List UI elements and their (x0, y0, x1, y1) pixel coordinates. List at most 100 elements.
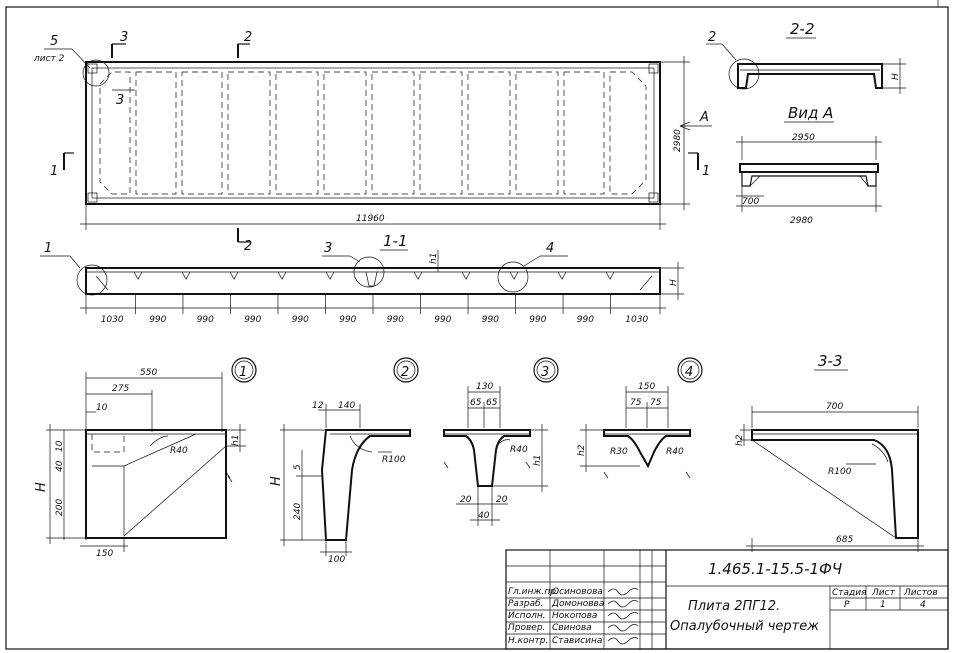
title-name-line1: Плита 2ПГ12. (688, 599, 780, 614)
signature-role: Исполн. (508, 611, 546, 621)
span-dim-label: 990 (197, 315, 214, 325)
sheet-reference: 5 лист 2 (33, 34, 110, 87)
signature-scribble (607, 624, 639, 632)
detail-1-dim-10b: 10 (55, 440, 65, 452)
detail-3-radius: R40 (510, 445, 528, 455)
section-3-3-dim-700: 700 (826, 402, 843, 412)
sheet-ref-word: лист 2 (33, 54, 65, 64)
detail-4-number: 4 (685, 365, 693, 380)
plan-view: 11960 2980 1 1 2 2 3 3 А (50, 30, 712, 254)
stage-value: Р (844, 600, 850, 610)
section-2-2-title: 2-2 (790, 20, 815, 38)
sheet-frame (5, 6, 949, 650)
detail-1-dim-275: 275 (112, 384, 129, 394)
section-mark-2-bottom: 2 (244, 239, 252, 254)
span-dim-label: 1030 (101, 315, 124, 325)
section-1-1-h: H (669, 279, 679, 286)
detail-3-h1: h1 (533, 455, 543, 466)
section-2-2: 2-2 2 H (706, 20, 906, 94)
stage-header: Стадия (832, 588, 867, 598)
detail-2-dim-240: 240 (293, 503, 303, 520)
section-3-3: 3-3 700 R100 h2 685 (735, 352, 924, 552)
section-1-1: 1-1 1 3 4 h1 (40, 232, 684, 325)
view-a-bottom-dim: 2980 (790, 216, 813, 226)
signature-name: Домоновва (551, 599, 604, 609)
signature-name: Осиновова (552, 587, 603, 597)
signature-scribble (607, 637, 639, 645)
signature-role: Н.контр. (508, 636, 548, 646)
section-1-1-callout-1: 1 (44, 241, 52, 256)
title-block: 1.465.1-15.5-1ФЧ Плита 2ПГ12. Опалубочны… (505, 549, 949, 650)
detail-1-h: H (34, 482, 49, 492)
detail-4-dim-75b: 75 (650, 398, 662, 408)
detail-3-dim-20a: 20 (460, 495, 472, 505)
detail-1-dim-550: 550 (140, 368, 157, 378)
detail-4-dim-75a: 75 (630, 398, 642, 408)
detail-4-dim-150: 150 (638, 382, 655, 392)
section-1-1-title: 1-1 (383, 232, 408, 250)
detail-2-dim-140: 140 (338, 401, 355, 411)
view-a-side-dim: 700 (742, 197, 759, 207)
detail-4-radius-left: R30 (610, 447, 628, 457)
detail-1-number: 1 (239, 365, 247, 380)
signature-role: Разраб. (508, 599, 543, 609)
detail-2-dim-100: 100 (328, 555, 345, 565)
sheet-header: Лист (871, 588, 896, 598)
title-name-line2: Опалубочный чертеж (670, 619, 819, 634)
detail-3-number: 3 (541, 365, 549, 380)
signature-role: Провер. (508, 623, 545, 633)
signature-scribble (607, 588, 639, 596)
detail-2-radius: R100 (382, 455, 406, 465)
view-a-top-dim: 2950 (792, 133, 815, 143)
span-dim-label: 990 (244, 315, 261, 325)
signature-name: Нокопова (552, 611, 597, 621)
detail-4-h2: h2 (577, 444, 587, 456)
detail-2-h: H (269, 476, 284, 486)
section-3-3-title: 3-3 (818, 352, 843, 370)
section-mark-1-right: 1 (702, 164, 710, 179)
span-dim-label: 990 (529, 315, 546, 325)
detail-3-dim-65a: 65 (470, 398, 482, 408)
section-mark-1-left: 1 (50, 164, 58, 179)
plan-cells (99, 71, 647, 195)
span-dim-label: 1030 (625, 315, 648, 325)
section-1-1-ribs (95, 271, 653, 291)
detail-2-dim-5: 5 (293, 464, 303, 470)
plan-width-dim: 2980 (673, 129, 683, 152)
section-3-3-dim-685: 685 (836, 535, 853, 545)
signature-scribble (607, 600, 639, 608)
view-a-title: Вид А (788, 104, 833, 122)
detail-2: 2 12 140 R100 H 5 240 100 (269, 357, 419, 565)
section-mark-3-top: 3 (120, 30, 128, 45)
span-dim-label: 990 (434, 315, 451, 325)
section-1-1-h1: h1 (429, 253, 439, 264)
detail-1: 1 550 275 10 R40 H 10 40 200 150 h1 (34, 357, 257, 559)
detail-1-radius: R40 (170, 446, 188, 456)
detail-4: 4 150 75 75 R30 R40 h2 (577, 357, 703, 479)
signature-name: Свинова (552, 623, 592, 633)
detail-3-dim-65b: 65 (486, 398, 498, 408)
section-mark-2-top: 2 (244, 30, 252, 45)
plan-length-dim: 11960 (356, 214, 385, 224)
signature-scribble (607, 612, 639, 620)
detail-1-dim-10: 10 (96, 403, 108, 413)
section-1-1-callout-4: 4 (546, 241, 554, 256)
detail-3: 3 130 65 65 R40 h1 20 20 40 (443, 357, 559, 526)
view-a: Вид А 2950 2980 700 (736, 104, 882, 226)
sheets-header: Листов (903, 588, 938, 598)
detail-3-dim-20b: 20 (496, 495, 508, 505)
section-2-2-h: H (891, 73, 901, 80)
signature-name: Стависина (552, 636, 602, 646)
span-dim-label: 990 (292, 315, 309, 325)
detail-1-dim-40: 40 (55, 460, 65, 472)
span-dim-label: 990 (387, 315, 404, 325)
sheet-ref-number: 5 (50, 34, 58, 49)
span-dim-label: 990 (577, 315, 594, 325)
section-3-3-radius: R100 (828, 467, 852, 477)
span-dim-label: 990 (339, 315, 356, 325)
section-2-2-callout: 2 (708, 30, 716, 45)
detail-3-dim-40: 40 (478, 511, 490, 521)
detail-1-dim-200: 200 (55, 499, 65, 516)
